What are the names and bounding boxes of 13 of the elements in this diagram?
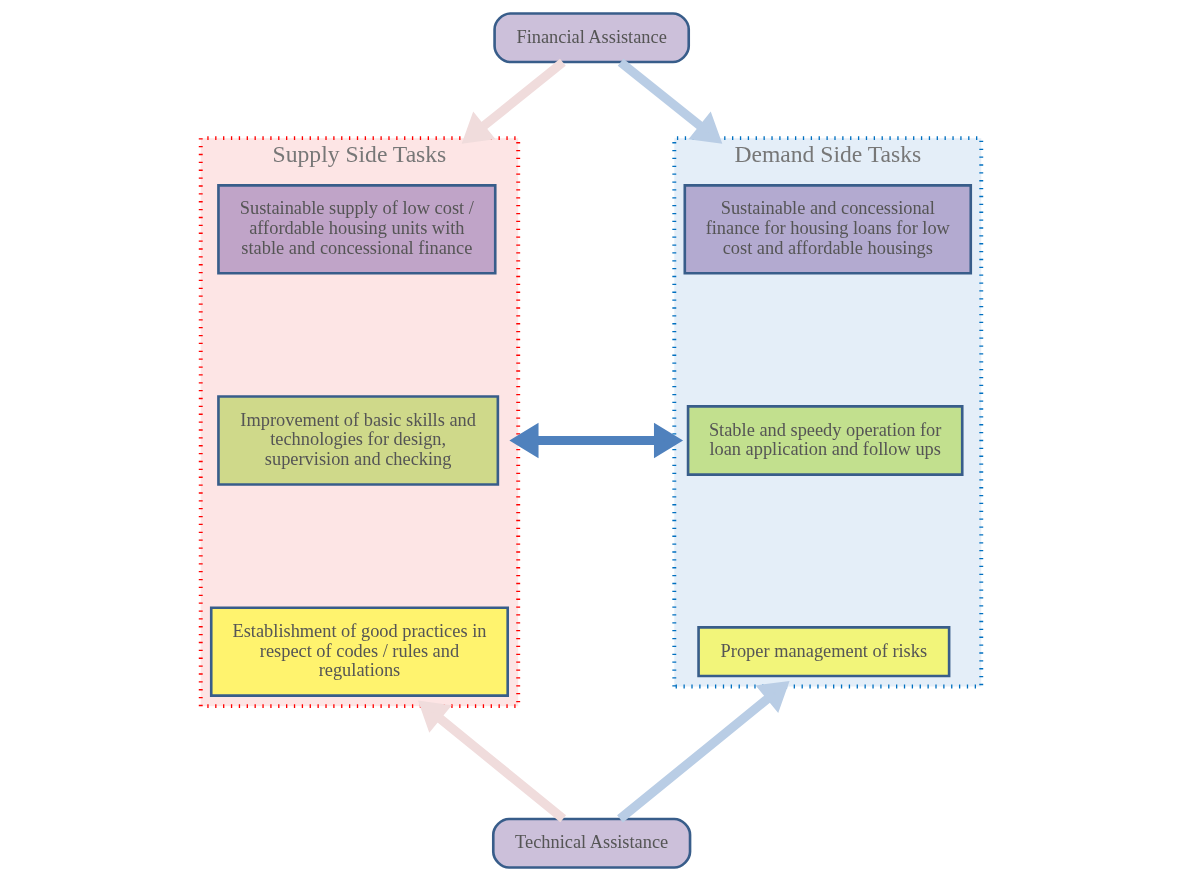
arrow	[417, 700, 566, 823]
node-box: Sustainable supply of low cost / affordable housing units with stable and concessional finance	[216, 184, 497, 275]
arrow	[461, 58, 566, 144]
node-box: Proper management of risks	[696, 626, 950, 678]
arrow	[617, 58, 722, 144]
node-box: Stable and speedy operation for loan application and follow ups	[686, 405, 964, 476]
node-box: Establishment of good practices in respect of codes / rules and regulations	[209, 606, 509, 697]
node-box: Improvement of basic skills and technologies for design, supervision and checking	[216, 395, 499, 486]
node-box: Sustainable and concessional finance for housing loans for low cost and affordable housings	[683, 184, 972, 275]
arrow	[508, 422, 683, 459]
arrow	[616, 680, 790, 823]
node-box: Financial Assistance	[492, 12, 690, 64]
node-box: Technical Assistance	[491, 817, 691, 869]
